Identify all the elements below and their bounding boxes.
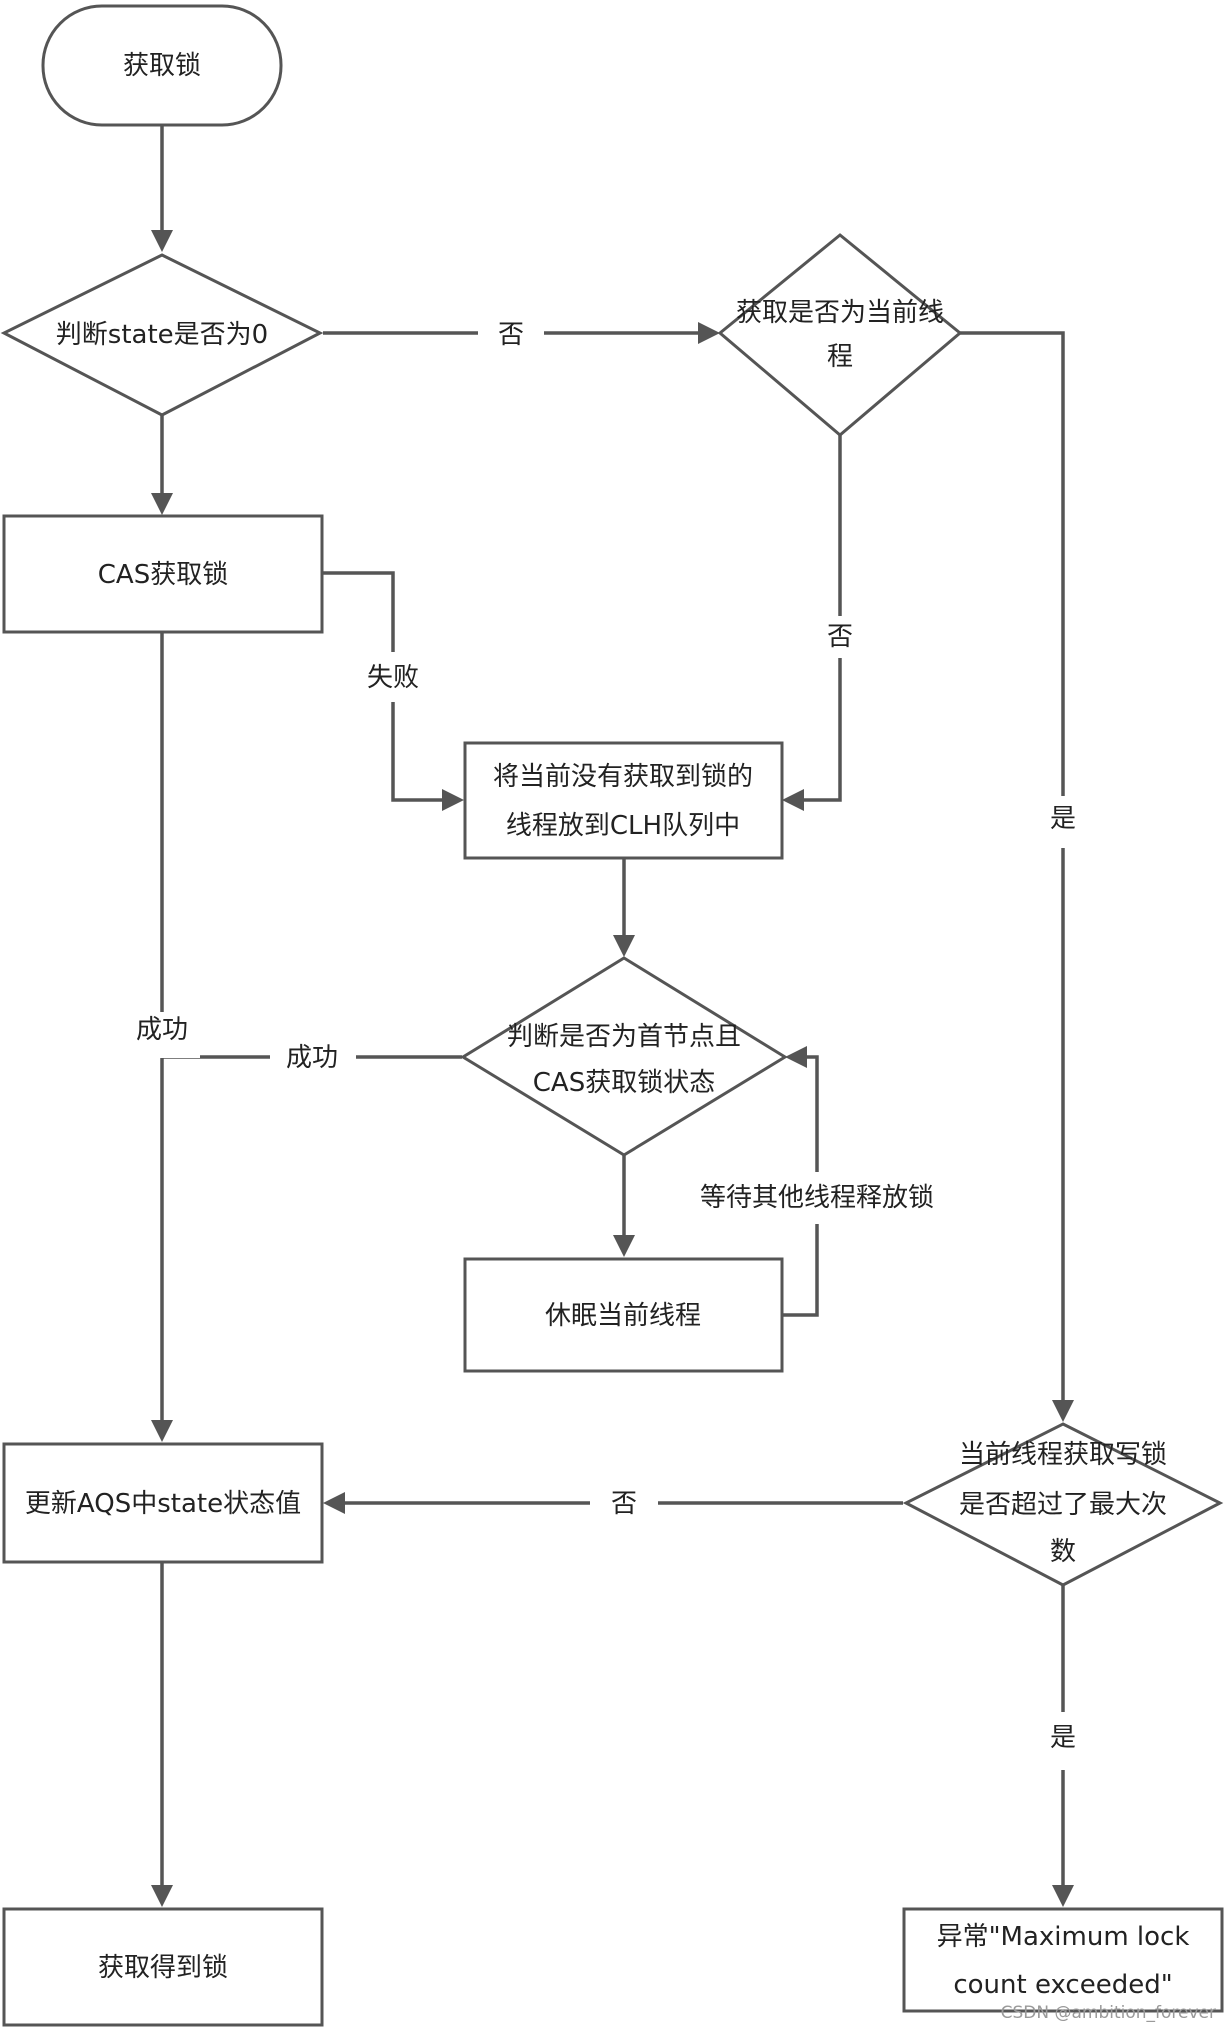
node-exception-line1: 异常"Maximum lock	[937, 1922, 1190, 1952]
node-update-state: 更新AQS中state状态值	[2, 1442, 324, 1564]
edge-check-head-to-park	[613, 1155, 635, 1257]
node-exception-line2: count exceeded"	[953, 1970, 1172, 2000]
node-park: 休眠当前线程	[463, 1257, 784, 1373]
node-check-head-line2: CAS获取锁状态	[533, 1068, 715, 1098]
nodes: 获取锁 判断state是否为0 获取是否为当前线 程 CAS获取锁 将当前没有获…	[0, 4, 1224, 2027]
node-enqueue: 将当前没有获取到锁的 线程放到CLH队列中	[463, 741, 784, 860]
node-cas-acquire-label: CAS获取锁	[98, 560, 228, 590]
edge-labels: 否 否 是 失败 成功 成功 等待其他线程释放锁 否 是	[124, 315, 1085, 1770]
node-check-current-thread: 获取是否为当前线 程	[717, 233, 963, 437]
label-head-success: 成功	[286, 1043, 338, 1073]
node-park-label: 休眠当前线程	[545, 1301, 701, 1331]
node-acquired-label: 获取得到锁	[98, 1953, 228, 1983]
edge-current-no	[782, 435, 842, 811]
node-check-max-line1: 当前线程获取写锁	[959, 1440, 1167, 1470]
edge-check-state-to-cas	[151, 415, 173, 515]
label-max-yes: 是	[1050, 1723, 1076, 1753]
label-current-no: 否	[827, 622, 853, 652]
node-enqueue-line2: 线程放到CLH队列中	[506, 811, 740, 841]
node-check-max: 当前线程获取写锁 是否超过了最大次 数	[902, 1422, 1224, 1587]
node-acquired: 获取得到锁	[2, 1907, 324, 2027]
label-state-no: 否	[498, 320, 524, 350]
label-wait-release: 等待其他线程释放锁	[700, 1183, 934, 1213]
label-current-yes: 是	[1050, 804, 1076, 834]
node-start-label: 获取锁	[123, 51, 201, 81]
node-cas-acquire: CAS获取锁	[2, 514, 324, 634]
node-check-max-line2: 是否超过了最大次	[959, 1490, 1167, 1520]
edge-current-yes	[960, 331, 1074, 1422]
edge-start-to-check-state	[151, 125, 173, 252]
node-start: 获取锁	[41, 4, 283, 127]
node-enqueue-line1: 将当前没有获取到锁的	[493, 762, 753, 792]
node-check-max-line3: 数	[1050, 1537, 1076, 1567]
label-cas-success: 成功	[136, 1015, 188, 1045]
node-check-state: 判断state是否为0	[0, 253, 324, 417]
node-check-state-label: 判断state是否为0	[56, 320, 268, 350]
edge-update-to-acquired	[151, 1562, 173, 1907]
label-cas-fail: 失败	[367, 663, 419, 693]
label-max-no: 否	[611, 1489, 637, 1519]
node-check-current-thread-line2: 程	[827, 342, 853, 372]
watermark-text: CSDN @ambition_forever	[1001, 2003, 1216, 2023]
node-check-head: 判断是否为首节点且 CAS获取锁状态	[460, 956, 788, 1157]
node-update-state-label: 更新AQS中state状态值	[25, 1489, 301, 1519]
node-check-current-thread-line1: 获取是否为当前线	[736, 298, 944, 328]
node-exception: 异常"Maximum lock count exceeded"	[902, 1907, 1224, 2013]
node-check-head-line1: 判断是否为首节点且	[507, 1022, 741, 1052]
edge-enqueue-to-check-head	[613, 858, 635, 957]
